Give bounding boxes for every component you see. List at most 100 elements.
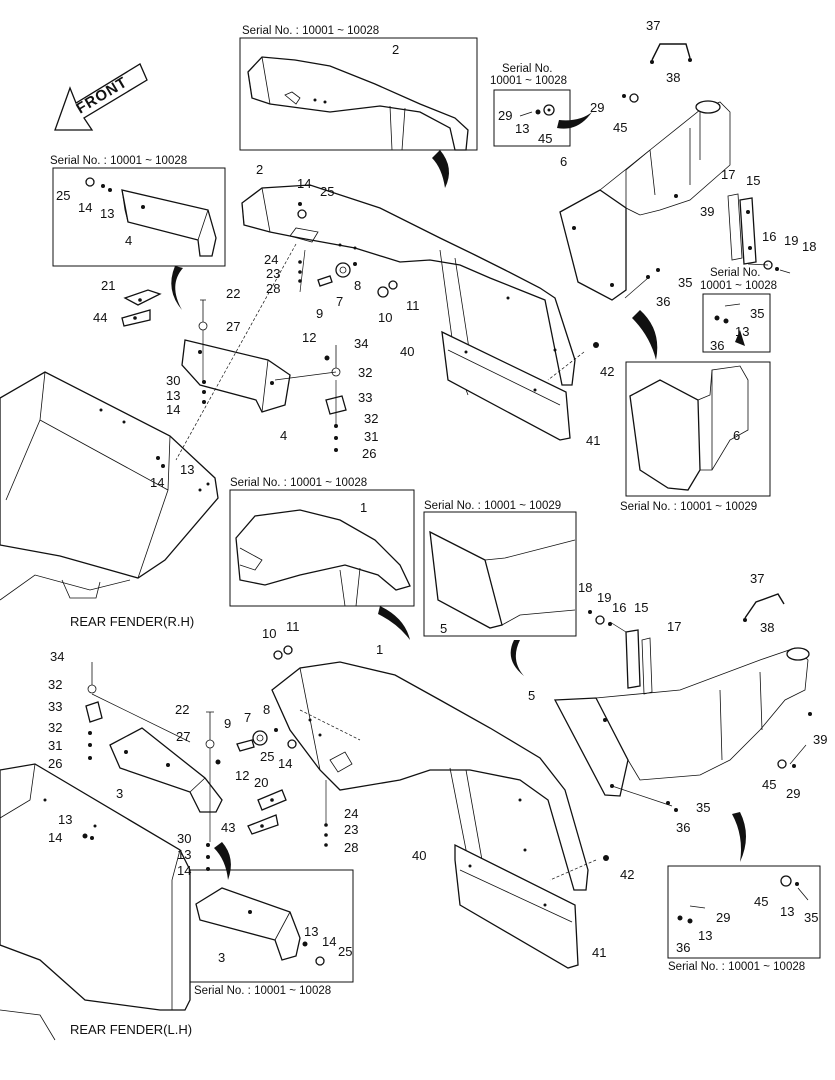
detail-box-fender-1 xyxy=(229,489,415,607)
serial-note: Serial No. : 10001 ~ 10028 xyxy=(194,985,331,997)
svg-text:35: 35 xyxy=(750,306,764,321)
bracket-3-lh xyxy=(109,727,223,813)
part-number: 9 xyxy=(316,306,323,321)
part-number: 19 xyxy=(597,590,611,605)
part-number: 37 xyxy=(750,571,764,586)
part-number: 17 xyxy=(721,167,735,182)
hinge-21 xyxy=(121,289,162,327)
detail-box-bracket-3 xyxy=(184,869,354,983)
part-number: 32 xyxy=(358,365,372,380)
part-number: 4 xyxy=(280,428,287,443)
assembly-lines-rh xyxy=(175,243,769,461)
serial-note: Serial No. : 10001 ~ 10029 xyxy=(620,501,757,513)
svg-text:13: 13 xyxy=(515,121,529,136)
assembly-lines-lh xyxy=(91,621,807,881)
part-number: 18 xyxy=(578,580,592,595)
part-number: 13 xyxy=(166,388,180,403)
fender-2 xyxy=(241,184,576,396)
svg-text:13: 13 xyxy=(698,928,712,943)
detail-box-fender-2 xyxy=(239,37,478,151)
part-number: 22 xyxy=(175,702,189,717)
detail-box-part-6 xyxy=(625,361,771,497)
part-number: 38 xyxy=(666,70,680,85)
part-number: 26 xyxy=(48,756,62,771)
part-5-lh xyxy=(553,647,810,797)
serial-note: 10001 ~ 10028 xyxy=(490,75,567,87)
part-labels-lh: 1 10 11 9 7 8 25 14 22 27 12 34 32 33 32… xyxy=(48,571,827,960)
part-number: 45 xyxy=(762,777,776,792)
part-number: 33 xyxy=(48,699,62,714)
svg-text:13: 13 xyxy=(100,206,114,221)
detail-box-part-5 xyxy=(423,511,577,637)
part-number: 14 xyxy=(150,475,164,490)
callout-arrows xyxy=(171,112,746,880)
svg-text:36: 36 xyxy=(710,338,724,353)
serial-note: Serial No. : 10001 ~ 10029 xyxy=(424,500,561,512)
part-number: 34 xyxy=(354,336,368,351)
svg-text:13: 13 xyxy=(304,924,318,939)
part-number: 11 xyxy=(406,298,420,313)
part-number: 36 xyxy=(656,294,670,309)
part-number: 41 xyxy=(592,945,606,960)
mudflap-41-lh xyxy=(454,843,579,969)
part-number: 13 xyxy=(58,812,72,827)
part-number: 35 xyxy=(678,275,692,290)
part-number: 24 xyxy=(264,252,278,267)
serial-notes: Serial No. : 10001 ~ 10028 Serial No. 10… xyxy=(50,25,805,997)
svg-text:2: 2 xyxy=(256,162,263,177)
part-number: 15 xyxy=(634,600,648,615)
part-number: 32 xyxy=(48,720,62,735)
part-number: 40 xyxy=(400,344,414,359)
svg-text:36: 36 xyxy=(676,940,690,955)
part-number: 31 xyxy=(48,738,62,753)
part-number: 12 xyxy=(302,330,316,345)
part-number: 28 xyxy=(266,281,280,296)
hardware-rh xyxy=(156,93,791,468)
svg-text:13: 13 xyxy=(780,904,794,919)
part-number: 29 xyxy=(590,100,604,115)
detail-box-bracket-4 xyxy=(52,167,226,267)
part-number: 10 xyxy=(378,310,392,325)
part-labels-rh: 2 14 25 8 7 9 10 11 24 23 28 22 27 21 44… xyxy=(93,18,816,490)
part-number: 8 xyxy=(354,278,361,293)
svg-text:3: 3 xyxy=(218,950,225,965)
part-number: 43 xyxy=(221,820,235,835)
part-number: 14 xyxy=(48,830,62,845)
part-number: 21 xyxy=(101,278,115,293)
part-labels-boxes-rh: 29 13 45 25 14 13 4 35 13 36 6 2 xyxy=(56,108,764,443)
part-number: 26 xyxy=(362,446,376,461)
svg-text:5: 5 xyxy=(440,621,447,636)
rear-fender-lh xyxy=(0,763,191,1041)
part-number: 32 xyxy=(364,411,378,426)
part-number: 14 xyxy=(297,176,311,191)
part-number: 38 xyxy=(760,620,774,635)
part-number: 23 xyxy=(266,266,280,281)
part-number: 39 xyxy=(813,732,827,747)
part-number: 32 xyxy=(48,677,62,692)
rear-fender-rh xyxy=(0,371,219,601)
detail-box-bolt-small xyxy=(493,89,571,147)
hinge-20 xyxy=(247,789,287,835)
part-number: 10 xyxy=(262,626,276,641)
part-number: 15 xyxy=(746,173,760,188)
part-number: 44 xyxy=(93,310,107,325)
part-number: 31 xyxy=(364,429,378,444)
handle-37-lh xyxy=(743,593,785,622)
svg-text:29: 29 xyxy=(716,910,730,925)
part-number: 30 xyxy=(166,373,180,388)
serial-note: Serial No. xyxy=(502,63,553,75)
serial-note: Serial No. : 10001 ~ 10028 xyxy=(668,961,805,973)
handle-37-rh xyxy=(650,43,692,64)
part-number: 19 xyxy=(784,233,798,248)
part-number: 20 xyxy=(254,775,268,790)
detail-box-bolt-bottom xyxy=(667,865,821,959)
part-number: 14 xyxy=(278,756,292,771)
hardware-lh xyxy=(82,610,812,871)
svg-text:45: 45 xyxy=(538,131,552,146)
part-number: 45 xyxy=(613,120,627,135)
part-number: 13 xyxy=(177,847,191,862)
bracket-4-rh xyxy=(181,339,291,413)
part-number: 40 xyxy=(412,848,426,863)
part-number: 11 xyxy=(286,619,300,634)
part-number: 14 xyxy=(166,402,180,417)
